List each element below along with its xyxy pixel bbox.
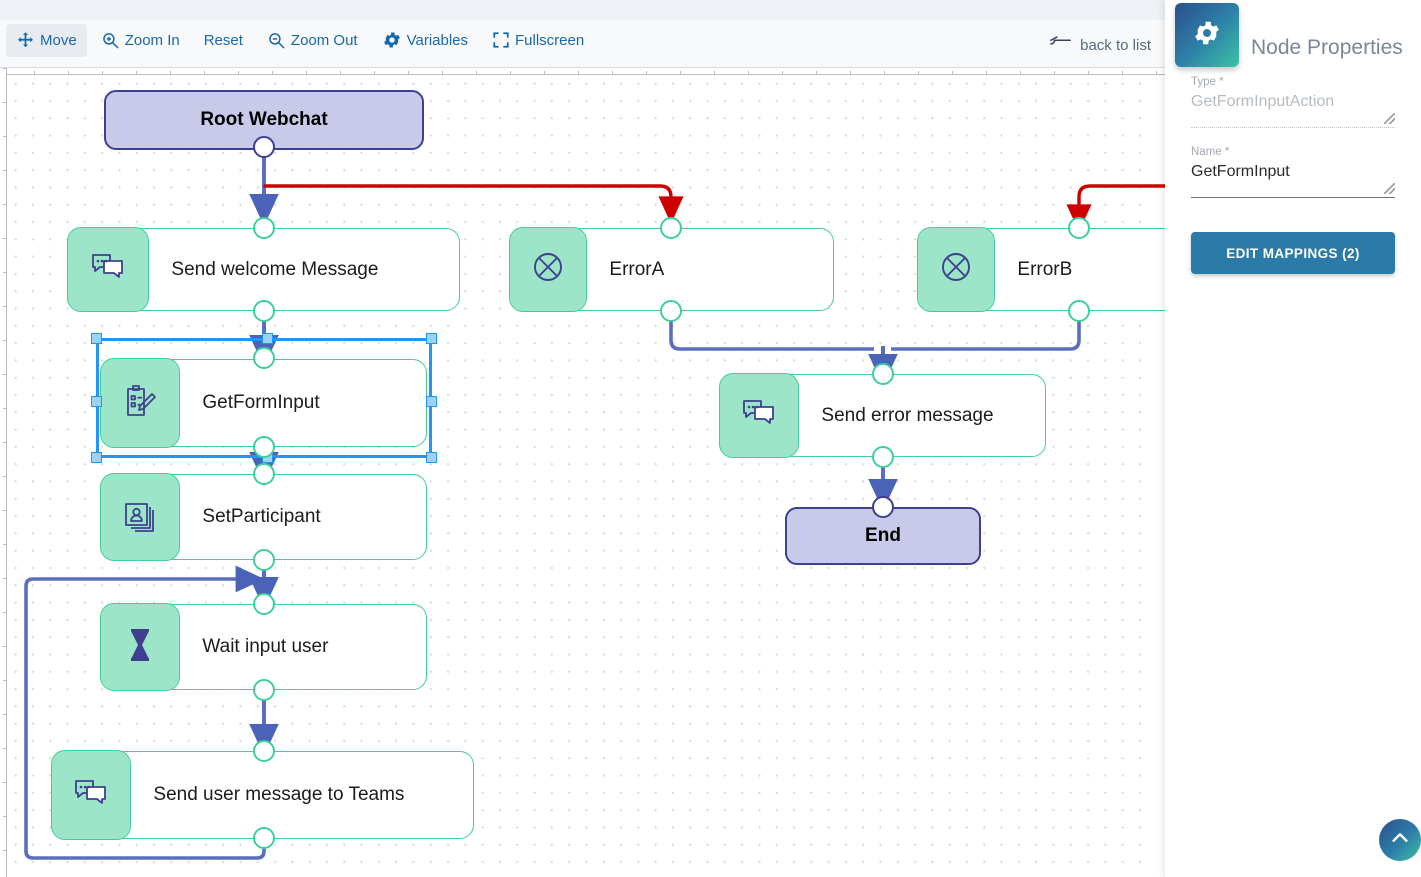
move-button[interactable]: Move xyxy=(6,23,87,57)
flow-canvas[interactable]: Root Webchat Send welcome Message xyxy=(0,68,1165,877)
node-properties-panel: Node Properties Type * GetFormInputActio… xyxy=(1165,0,1421,877)
panel-title: Node Properties xyxy=(1251,36,1403,59)
zoom-in-button-label: Zoom In xyxy=(124,31,180,49)
toolbar-top-strip xyxy=(0,0,1165,20)
node-wait-input-user[interactable]: Wait input user xyxy=(100,603,427,691)
node-send-user-message-to-teams-label: Send user message to Teams xyxy=(153,784,405,805)
clipboard-pencil-icon xyxy=(123,383,157,424)
variables-button-label: Variables xyxy=(406,31,469,49)
back-to-list-link[interactable]: back to list xyxy=(1050,35,1151,55)
person-card-icon xyxy=(123,498,157,537)
back-to-list-label: back to list xyxy=(1080,36,1151,54)
node-send-welcome-message-label: Send welcome Message xyxy=(171,258,379,280)
port-end-in[interactable] xyxy=(872,496,894,518)
fullscreen-button[interactable]: Fullscreen xyxy=(482,24,594,56)
node-end-label: End xyxy=(865,525,901,546)
node-get-form-input-label: GetFormInput xyxy=(202,392,320,413)
node-send-user-message-to-teams[interactable]: Send user message to Teams xyxy=(51,750,474,840)
zoom-in-button[interactable]: Zoom In xyxy=(91,24,190,57)
node-set-participant-label: SetParticipant xyxy=(202,506,321,527)
zoom-out-icon xyxy=(267,31,286,50)
field-name-value[interactable]: GetFormInput xyxy=(1191,161,1395,198)
node-icon-box xyxy=(917,227,996,312)
port-error-a-out[interactable] xyxy=(660,300,682,322)
node-error-b-label: ErrorB xyxy=(1017,258,1073,280)
node-error-a[interactable]: ErrorA xyxy=(509,227,834,312)
node-icon-box xyxy=(51,750,132,840)
port-get-form-input-out[interactable] xyxy=(253,436,275,458)
port-get-form-input-in[interactable] xyxy=(253,347,275,369)
port-set-participant-out[interactable] xyxy=(253,549,275,571)
hourglass-icon xyxy=(125,627,155,668)
port-send-welcome-out[interactable] xyxy=(253,300,275,322)
chevron-up-icon xyxy=(1389,827,1411,854)
node-error-b[interactable]: ErrorB xyxy=(917,227,1165,312)
node-root-webchat-label: Root Webchat xyxy=(200,109,328,130)
panel-gear-badge xyxy=(1175,3,1239,67)
node-icon-box xyxy=(100,603,181,691)
node-send-error-message-label: Send error message xyxy=(821,404,994,426)
toolbar-button-group: Move Zoom In Reset Zoom Out xyxy=(0,19,600,67)
node-set-participant[interactable]: SetParticipant xyxy=(100,473,427,561)
port-error-b-in[interactable] xyxy=(1068,217,1090,239)
gear-icon xyxy=(1192,18,1222,53)
field-type-value[interactable]: GetFormInputAction xyxy=(1191,91,1395,128)
node-icon-box xyxy=(67,227,150,312)
ruler-vertical xyxy=(0,68,7,877)
port-error-a-in[interactable] xyxy=(660,217,682,239)
chat-bubbles-icon xyxy=(742,398,776,433)
variables-button[interactable]: Variables xyxy=(372,23,478,57)
move-button-label: Move xyxy=(40,31,77,49)
field-type-resize-grip[interactable] xyxy=(1384,113,1395,124)
node-error-a-label: ErrorA xyxy=(609,258,665,280)
field-type-label: Type * xyxy=(1191,76,1224,88)
port-send-error-out[interactable] xyxy=(872,446,894,468)
node-get-form-input[interactable]: GetFormInput xyxy=(100,358,427,448)
arrow-left-icon xyxy=(1050,35,1072,55)
move-icon xyxy=(16,31,35,50)
zoom-out-button[interactable]: Zoom Out xyxy=(257,24,368,57)
ruler-horizontal xyxy=(0,68,1165,75)
port-teams-out[interactable] xyxy=(253,827,275,849)
circle-x-icon xyxy=(938,249,974,290)
port-error-b-out[interactable] xyxy=(1068,300,1090,322)
chat-bubbles-icon xyxy=(91,252,125,287)
reset-button[interactable]: Reset xyxy=(194,25,253,56)
field-name-resize-grip[interactable] xyxy=(1384,183,1395,194)
gear-icon xyxy=(382,30,402,50)
node-icon-box xyxy=(100,473,181,561)
field-name-label: Name * xyxy=(1191,146,1230,158)
node-wait-input-user-label: Wait input user xyxy=(202,636,329,657)
node-send-error-message[interactable]: Send error message xyxy=(719,373,1046,458)
port-send-error-in[interactable] xyxy=(872,363,894,385)
port-wait-input-user-in[interactable] xyxy=(253,593,275,615)
fullscreen-button-label: Fullscreen xyxy=(515,31,585,49)
fullscreen-icon xyxy=(492,31,510,49)
panel-body: Type * GetFormInputAction Name * GetForm… xyxy=(1165,76,1421,274)
circle-x-icon xyxy=(530,249,566,290)
reset-button-label: Reset xyxy=(203,31,243,49)
port-send-welcome-in[interactable] xyxy=(253,217,275,239)
node-icon-box xyxy=(100,358,181,448)
scroll-to-top-button[interactable] xyxy=(1379,819,1421,861)
edit-mappings-button[interactable]: EDIT MAPPINGS (2) xyxy=(1191,232,1395,274)
zoom-out-button-label: Zoom Out xyxy=(290,31,358,49)
port-teams-in[interactable] xyxy=(253,740,275,762)
field-type: Type * GetFormInputAction xyxy=(1191,76,1395,128)
node-send-welcome-message[interactable]: Send welcome Message xyxy=(67,227,460,312)
node-icon-box xyxy=(509,227,588,312)
port-wait-input-user-out[interactable] xyxy=(253,679,275,701)
node-icon-box xyxy=(719,373,800,458)
zoom-in-icon xyxy=(101,31,120,50)
field-name: Name * GetFormInput xyxy=(1191,146,1395,198)
port-set-participant-in[interactable] xyxy=(253,463,275,485)
canvas-toolbar: Move Zoom In Reset Zoom Out xyxy=(0,0,1165,68)
port-root-webchat-out[interactable] xyxy=(253,136,275,158)
chat-bubbles-icon xyxy=(74,778,108,813)
